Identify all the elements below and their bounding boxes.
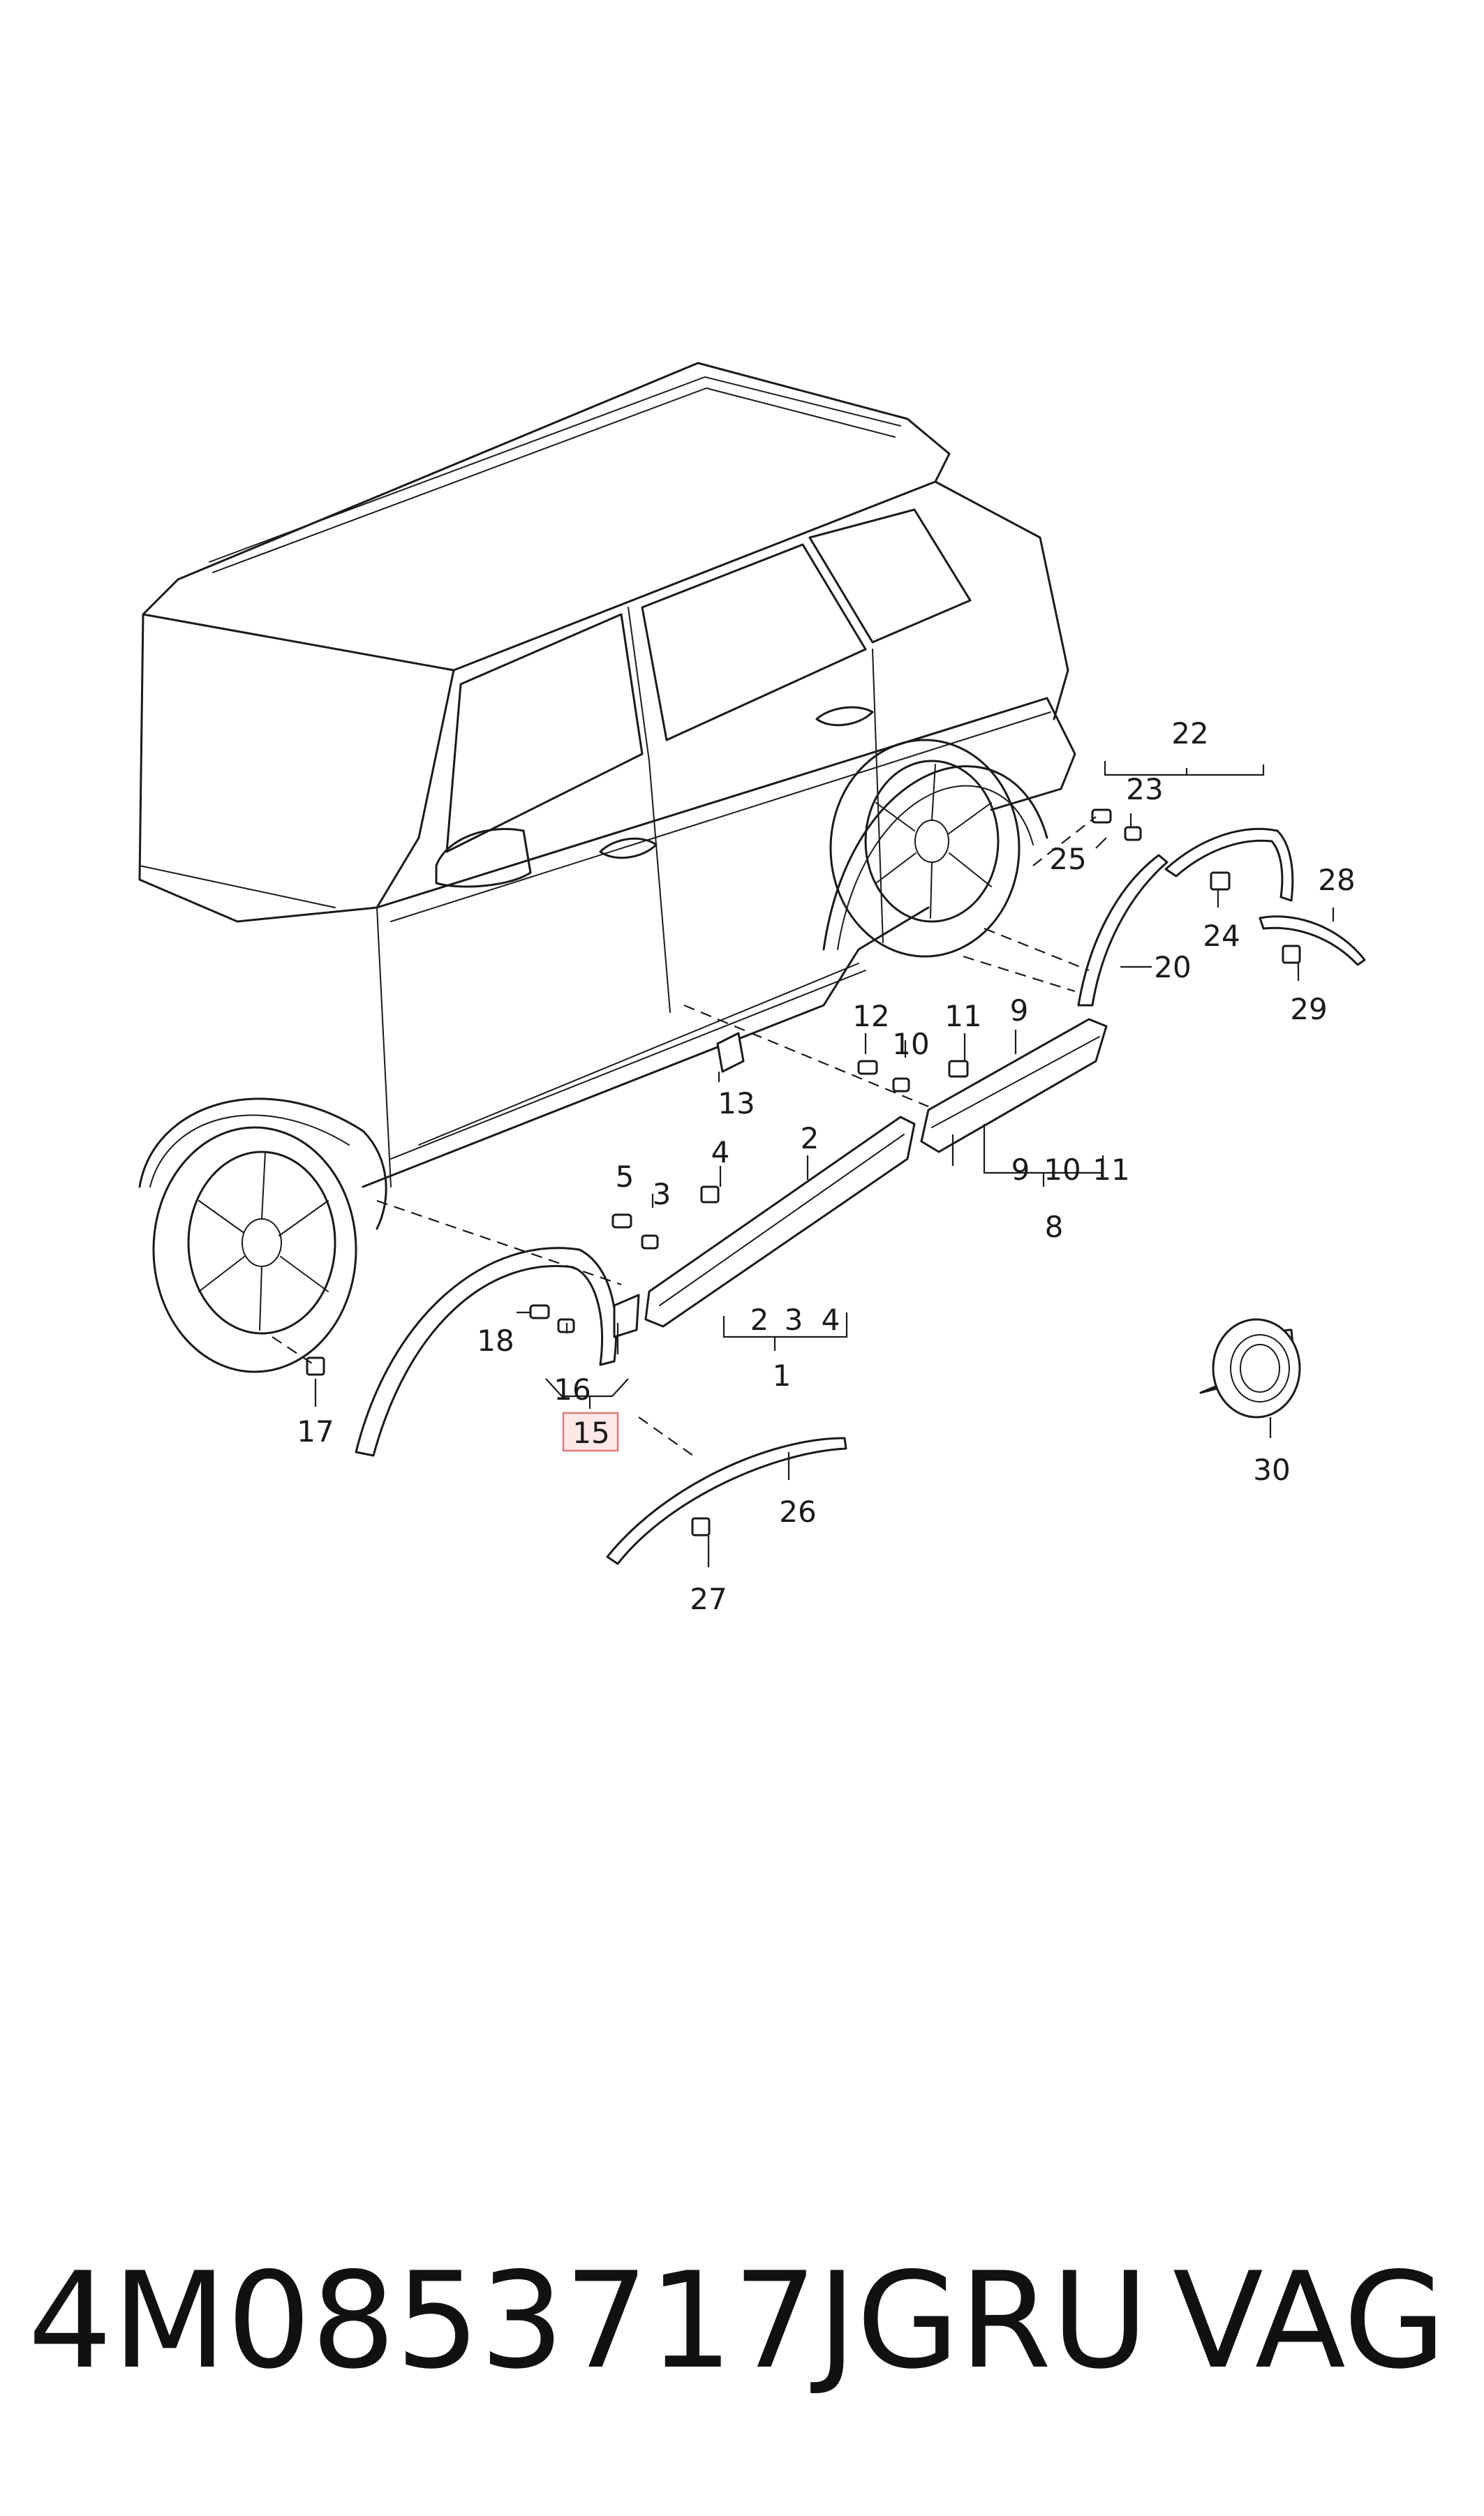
callout-11: 11 bbox=[944, 999, 981, 1033]
callout-30: 30 bbox=[1253, 1453, 1290, 1487]
callout-15: 15 bbox=[572, 1416, 609, 1450]
callout-9: 9 bbox=[1010, 993, 1029, 1028]
assembly-lines bbox=[272, 816, 1097, 1460]
callout-25: 25 bbox=[1049, 842, 1086, 876]
callout-28: 28 bbox=[1318, 863, 1355, 897]
callout-11b: 11 bbox=[1092, 1153, 1129, 1187]
highlight-box-15 bbox=[562, 1412, 619, 1452]
vehicle-outline bbox=[138, 362, 1076, 1230]
callout-3: 3 bbox=[653, 1177, 671, 1211]
callout-22: 22 bbox=[1171, 716, 1208, 750]
callout-27: 27 bbox=[690, 1582, 727, 1616]
callout-2b: 2 bbox=[750, 1303, 769, 1337]
callout-4: 4 bbox=[711, 1135, 730, 1169]
callout-5: 5 bbox=[616, 1160, 635, 1194]
callout-29: 29 bbox=[1290, 992, 1327, 1026]
part-number: 4M0853717JGRU bbox=[28, 2244, 1148, 2398]
brand-name: VAG bbox=[1173, 2244, 1446, 2398]
door-trim-rear bbox=[920, 1018, 1108, 1153]
wheel-arch-trim-front bbox=[355, 1247, 617, 1457]
callout-8: 8 bbox=[1045, 1210, 1064, 1244]
callout-20: 20 bbox=[1154, 950, 1191, 984]
wheel-arch-extension bbox=[1164, 828, 1294, 902]
callout-16: 16 bbox=[554, 1372, 591, 1407]
trim-strip-28 bbox=[1259, 915, 1366, 966]
callout-26: 26 bbox=[779, 1495, 816, 1529]
callout-2: 2 bbox=[801, 1121, 819, 1155]
leader-lines bbox=[314, 761, 1335, 1567]
callout-3b: 3 bbox=[785, 1303, 803, 1337]
callout-17: 17 bbox=[297, 1414, 334, 1449]
wheel-arch-trim-rear bbox=[1077, 854, 1168, 1007]
callout-13: 13 bbox=[718, 1086, 755, 1120]
callout-9b: 9 bbox=[1011, 1153, 1030, 1187]
callout-24: 24 bbox=[1203, 919, 1240, 953]
tape-roll bbox=[1199, 1318, 1301, 1419]
callout-1: 1 bbox=[773, 1359, 792, 1393]
emblem-part-13 bbox=[716, 1032, 745, 1073]
callout-4b: 4 bbox=[822, 1303, 840, 1337]
callout-10b: 10 bbox=[1044, 1153, 1081, 1187]
rear-wheel-drawing bbox=[829, 739, 1021, 958]
callout-labels: 22 23 25 28 24 20 29 12 11 9 10 13 2 4 5… bbox=[297, 716, 1355, 1616]
fastener-clips bbox=[306, 808, 1301, 1537]
callout-18: 18 bbox=[477, 1324, 514, 1358]
callout-10: 10 bbox=[892, 1027, 929, 1061]
callout-23: 23 bbox=[1126, 772, 1163, 806]
trim-strip-26 bbox=[606, 1437, 847, 1565]
front-wheel-drawing bbox=[152, 1126, 357, 1373]
callout-12: 12 bbox=[852, 999, 889, 1033]
